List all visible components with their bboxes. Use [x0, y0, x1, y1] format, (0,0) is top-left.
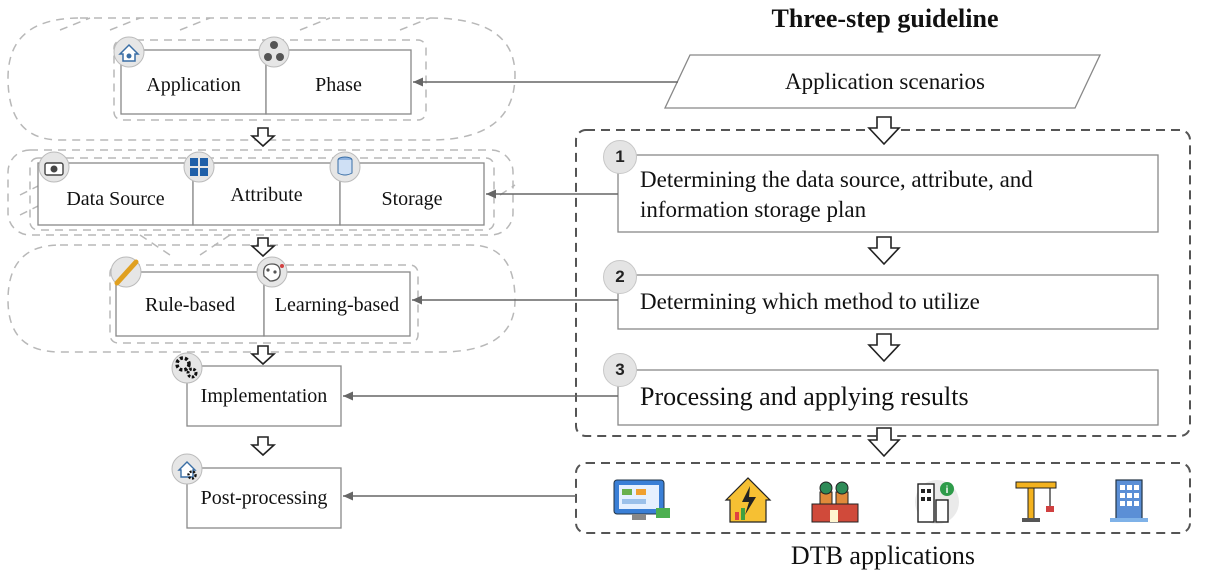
- applications-dashed-frame: [575, 462, 1191, 534]
- post-processing-label: Post-processing: [200, 486, 328, 509]
- construction-crane-icon: [1015, 481, 1057, 522]
- down-arrow: [867, 427, 901, 458]
- step-1-badge: 1: [603, 140, 637, 174]
- step-1-box: [617, 154, 1159, 233]
- application-box: [120, 49, 267, 115]
- phase-label: Phase: [315, 73, 362, 96]
- brain-network-icon: [256, 256, 288, 288]
- energy-house-icon: [724, 477, 772, 523]
- storage-box: [339, 162, 485, 226]
- left-flow-arrows: [249, 127, 277, 457]
- svg-text:i: i: [946, 485, 949, 496]
- left-boxes: [37, 49, 485, 529]
- scenarios-parallelogram: [663, 54, 1102, 109]
- step-2-badge: 2: [603, 260, 637, 294]
- step-2-text: Determining which method to utilize: [640, 289, 980, 315]
- attribute-label: Attribute: [230, 183, 303, 206]
- down-arrow: [867, 236, 901, 266]
- attribute-box: [192, 162, 341, 226]
- house-gears-icon: [171, 453, 203, 485]
- right-flow-arrows: [867, 116, 901, 458]
- down-arrow: [249, 345, 277, 366]
- connector-arrows: [343, 77, 678, 501]
- step-boxes: [617, 154, 1159, 426]
- implementation-box: [186, 365, 342, 427]
- down-arrow: [249, 436, 277, 457]
- down-arrow: [867, 333, 901, 363]
- house-gear-icon: [113, 36, 145, 68]
- gears-icon: [171, 352, 203, 384]
- grid-squares-icon: [183, 151, 215, 183]
- post-processing-box: [186, 467, 342, 529]
- building-info-icon: i: [915, 480, 959, 524]
- left-icon-badges: [38, 36, 361, 485]
- rule-based-label: Rule-based: [145, 293, 235, 316]
- storage-label: Storage: [381, 187, 443, 210]
- down-arrow: [249, 237, 277, 258]
- camera-cloud-icon: [38, 151, 70, 183]
- down-arrow: [249, 127, 277, 148]
- step-3-badge: 3: [603, 353, 637, 387]
- office-building-icon: [1110, 479, 1148, 522]
- implementation-label: Implementation: [200, 384, 328, 407]
- step-3-text: Processing and applying results: [640, 382, 969, 412]
- learning-based-box: [263, 271, 411, 337]
- step-3-box: [617, 369, 1159, 426]
- diagram-title: Three-step guideline: [771, 4, 999, 33]
- step-1-text: Determining the data source, attribute, …: [640, 162, 1150, 228]
- church-building-icon: [811, 481, 859, 523]
- application-label: Application: [146, 73, 241, 96]
- step-1-line1: Determining the data source, attribute, …: [640, 167, 1033, 193]
- scenarios-label: Application scenarios: [785, 69, 985, 94]
- data-source-label: Data Source: [66, 187, 165, 210]
- dtb-application-icons: i: [613, 477, 1148, 524]
- ruler-icon: [110, 256, 142, 288]
- dtb-applications-label: DTB applications: [790, 541, 976, 570]
- step-2-box: [617, 274, 1159, 330]
- phase-box: [265, 49, 412, 115]
- database-icon: [329, 151, 361, 183]
- learning-based-label: Learning-based: [274, 293, 400, 316]
- step-1-line2: information storage plan: [640, 197, 867, 222]
- cycle-dots-icon: [258, 36, 290, 68]
- monitor-dashboard-icon: [613, 479, 670, 520]
- down-arrow: [867, 116, 901, 146]
